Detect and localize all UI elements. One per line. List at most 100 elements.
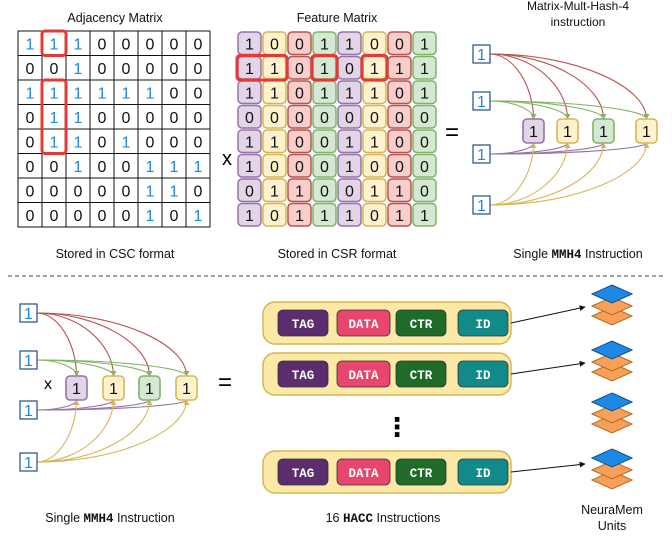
feature-cell-value: 1 [395, 61, 404, 78]
feature-cell-value: 1 [395, 208, 404, 225]
mmh4-input-value: 1 [477, 94, 486, 111]
adjacency-cell-value: 0 [194, 61, 203, 78]
feature-cell-value: 0 [270, 208, 279, 225]
adjacency-cell [89, 79, 115, 105]
mmh4-arrow [36, 359, 153, 377]
adjacency-cell-value: 1 [74, 110, 83, 127]
mmh4-title-line1: Matrix-Mult-Hash-4 [527, 0, 629, 13]
adjacency-cell [89, 55, 115, 81]
mmh4-arrow [36, 359, 117, 377]
mmh4-arrow [36, 359, 190, 377]
feature-cell-value: 1 [420, 208, 429, 225]
adjacency-cell-value: 1 [74, 134, 83, 151]
mmh4-arrow [489, 53, 571, 120]
adjacency-cell-value: 0 [122, 61, 131, 78]
mmh4-output-value: 1 [182, 381, 191, 398]
mmh4-output-cell [175, 375, 198, 401]
adjacency-cell [113, 79, 139, 105]
memory-layer [590, 296, 634, 316]
mmh4-output-value: 1 [642, 124, 651, 141]
feature-highlight-c [360, 54, 389, 82]
adjacency-cell-value: 1 [74, 36, 83, 53]
hacc-caption: 16 HACC Instructions [326, 511, 441, 526]
adjacency-cell [185, 202, 211, 228]
adjacency-cell-value: 0 [170, 208, 179, 225]
feature-cell-value: 0 [395, 134, 404, 151]
feature-cell-value: 0 [345, 110, 354, 127]
hacc-field-label: ID [475, 318, 491, 332]
feature-cell-value: 0 [345, 183, 354, 200]
adjacency-cell [185, 55, 211, 81]
hacc-field-tag [277, 458, 329, 486]
adjacency-cell [161, 177, 187, 203]
adjacency-cell-value: 1 [146, 208, 155, 225]
adjacency-cell-value: 1 [50, 36, 59, 53]
feature-cell-value: 0 [395, 159, 404, 176]
hacc-field-data [336, 360, 391, 388]
mmh4-input-cell [472, 44, 491, 64]
memory-layer [590, 404, 634, 424]
mmh4-output-value: 1 [529, 124, 538, 141]
adjacency-cell-value: 1 [26, 36, 35, 53]
feature-cell-value: 1 [345, 36, 354, 53]
feature-cell [262, 104, 287, 129]
hacc-field-ctr [395, 458, 447, 486]
mmh4-input-cell [472, 91, 491, 111]
adjacency-cell-value: 0 [146, 36, 155, 53]
hacc-field-label: CTR [410, 467, 433, 481]
adjacency-cell [137, 177, 163, 203]
feature-cell [387, 129, 412, 154]
feature-matrix-title: Feature Matrix [297, 11, 378, 25]
feature-cell-value: 0 [245, 183, 254, 200]
hacc-field-tag [277, 360, 329, 388]
adjacency-cell-value: 0 [26, 159, 35, 176]
feature-cell [412, 153, 437, 178]
mmh4-input-cell [472, 195, 491, 215]
adjacency-cell-value: 0 [26, 134, 35, 151]
feature-cell-value: 1 [245, 61, 254, 78]
mmh4-output-value: 1 [109, 381, 118, 398]
feature-cell-value: 0 [370, 208, 379, 225]
memory-layer [590, 306, 634, 326]
hacc-field-data [336, 458, 391, 486]
adjacency-cell-value: 0 [146, 134, 155, 151]
adjacency-cell [89, 128, 115, 154]
feature-cell [387, 104, 412, 129]
feature-caption: Stored in CSR format [278, 247, 397, 261]
mmh4-arrow [489, 142, 571, 206]
feature-cell [337, 178, 362, 203]
hacc-field-id [457, 309, 509, 337]
mmh4-input-cell [19, 303, 38, 323]
mmh4-title-line2: instruction [551, 15, 606, 29]
feature-cell [287, 104, 312, 129]
adjacency-cell-value: 0 [194, 85, 203, 102]
adjacency-cell [89, 202, 115, 228]
feature-cell-value: 0 [345, 61, 354, 78]
feature-cell [237, 202, 262, 227]
mmh4-arrow [36, 399, 190, 411]
bottom-times-symbol: x [44, 376, 52, 393]
adjacency-cell-value: 0 [98, 36, 107, 53]
mmh4-caption: Single MMH4 Instruction [513, 247, 642, 262]
mmh4-arrow [489, 100, 650, 120]
adjacency-cell-value: 1 [122, 134, 131, 151]
hacc-field-data [336, 309, 391, 337]
feature-cell-value: 1 [420, 85, 429, 102]
adjacency-cell-value: 0 [50, 159, 59, 176]
adjacency-cell [113, 104, 139, 130]
adjacency-cell-value: 0 [146, 110, 155, 127]
feature-cell-value: 1 [295, 183, 304, 200]
adjacency-cell-value: 0 [50, 183, 59, 200]
feature-cell-value: 0 [295, 159, 304, 176]
feature-cell-value: 0 [370, 36, 379, 53]
feature-cell [362, 104, 387, 129]
feature-cell [337, 129, 362, 154]
mmh4-output-cell [556, 118, 579, 144]
feature-cell-value: 0 [420, 159, 429, 176]
adjacency-cell-value: 1 [194, 208, 203, 225]
mmh4-arrow [489, 142, 537, 206]
adjacency-cell-value: 0 [194, 134, 203, 151]
